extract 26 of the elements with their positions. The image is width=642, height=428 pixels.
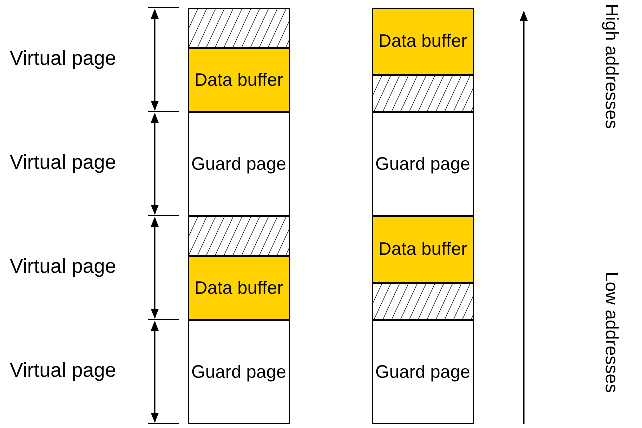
guard-page-block — [372, 320, 474, 424]
hatched-region — [372, 75, 474, 112]
guard-page-block — [188, 112, 290, 216]
block-label: Guard page — [191, 362, 287, 382]
buffer-block — [188, 48, 290, 112]
buffer-block — [372, 8, 474, 75]
page-label: Virtual page — [10, 48, 116, 71]
block-label: Guard page — [191, 154, 287, 174]
block-label: Guard page — [375, 154, 471, 174]
address-label: High addresses — [601, 4, 622, 130]
page-label: Virtual page — [10, 256, 116, 279]
page-label: Virtual page — [10, 152, 116, 175]
buffer-block — [188, 256, 290, 320]
block-label: Data buffer — [378, 239, 468, 260]
block-label: Data buffer — [194, 70, 284, 90]
page-label: Virtual page — [10, 360, 116, 383]
hatched-region — [372, 283, 474, 320]
guard-page-block — [372, 112, 474, 216]
address-label: Low addresses — [601, 272, 622, 394]
hatched-region — [188, 8, 290, 48]
block-label: Guard page — [375, 362, 471, 382]
hatched-region — [188, 216, 290, 256]
block-label: Data buffer — [378, 31, 468, 52]
buffer-block — [372, 216, 474, 283]
guard-page-block — [188, 320, 290, 424]
block-label: Data buffer — [194, 278, 284, 298]
